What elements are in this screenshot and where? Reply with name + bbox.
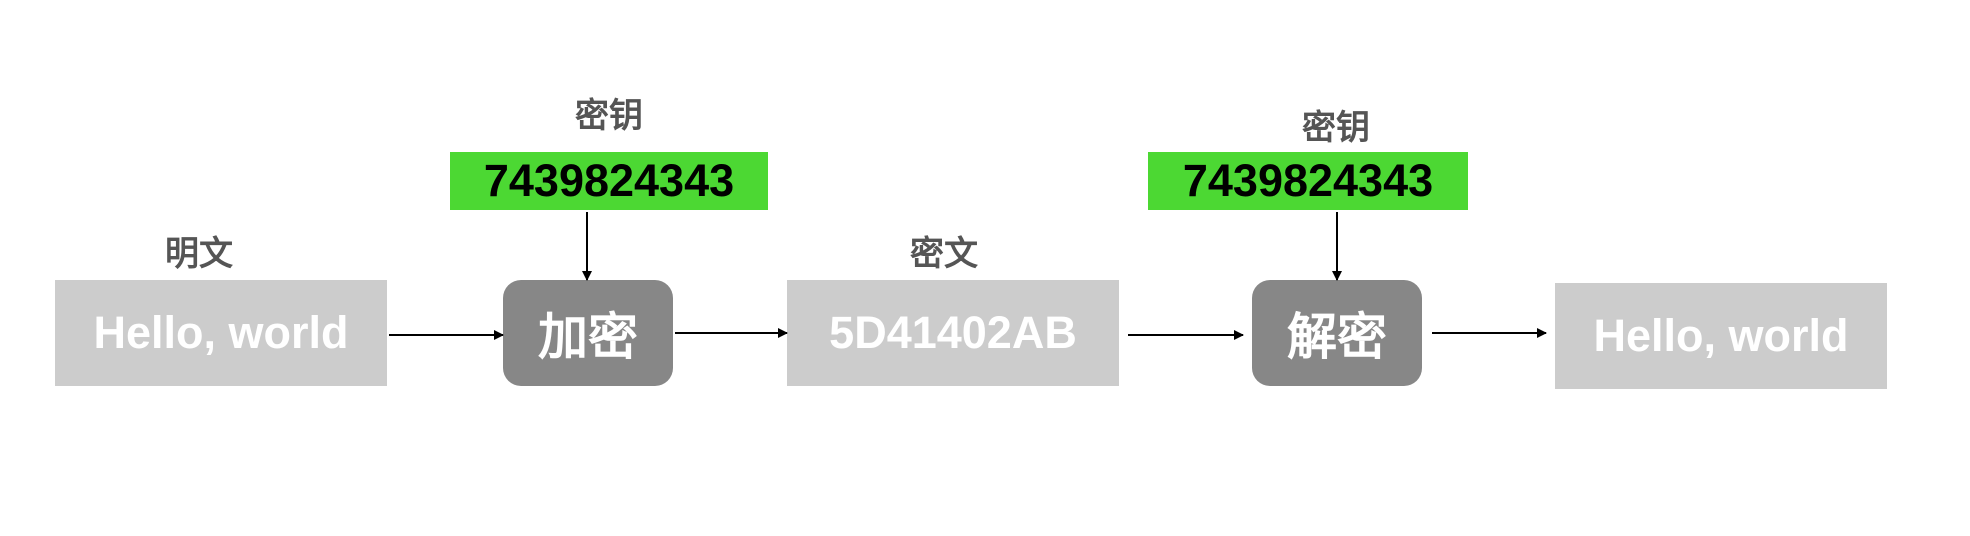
ciphertext-label: 密文 <box>910 234 978 274</box>
plaintext-label: 明文 <box>165 234 233 274</box>
encrypt-box: 加密 <box>503 280 673 386</box>
ciphertext-box: 5D41402AB <box>787 280 1119 386</box>
encrypt-key-box: 7439824343 <box>450 152 768 210</box>
plaintext-box: Hello, world <box>55 280 387 386</box>
output-box: Hello, world <box>1555 283 1887 389</box>
key-label-decrypt: 密钥 <box>1302 108 1370 148</box>
decrypt-key-box: 7439824343 <box>1148 152 1468 210</box>
key-label-encrypt: 密钥 <box>575 96 643 136</box>
decrypt-box: 解密 <box>1252 280 1422 386</box>
